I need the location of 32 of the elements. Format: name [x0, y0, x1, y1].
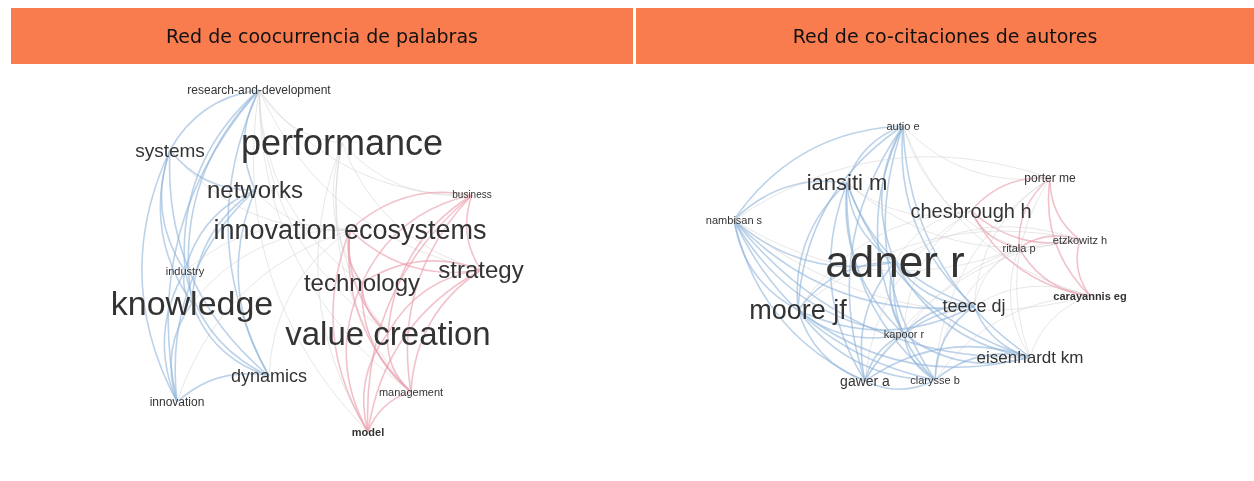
author-label: clarysse b	[910, 374, 960, 386]
author-label: kapoor r	[883, 328, 925, 340]
author-label: autio e	[886, 120, 920, 132]
author-label: adner r	[825, 240, 965, 284]
author-label: chesbrough h	[910, 201, 1032, 221]
author-label: nambisan s	[705, 214, 763, 226]
header-band: Red de co-citaciones de autores	[636, 8, 1254, 64]
keyword-label: knowledge	[110, 286, 274, 320]
header-band: Red de coocurrencia de palabras	[11, 8, 633, 64]
keyword-label: systems	[135, 140, 205, 160]
keyword-label: networks	[207, 178, 303, 202]
keyword-label: performance	[240, 125, 444, 161]
author-label: teece dj	[942, 297, 1006, 315]
author-label: moore jf	[749, 296, 847, 324]
author-label: gawer a	[840, 374, 890, 388]
keyword-label: research-and-development	[187, 84, 331, 96]
author-label: carayannis eg	[1053, 290, 1127, 302]
keyword-label: value creation	[285, 316, 491, 350]
author-label: iansiti m	[806, 172, 888, 194]
keyword-label: innovation	[149, 396, 205, 408]
keyword-label: model	[351, 426, 385, 438]
keyword-label: management	[378, 386, 444, 398]
keyword-label: dynamics	[231, 367, 307, 385]
keyword-label: industry	[165, 265, 205, 277]
author-label: ritala p	[1002, 242, 1036, 254]
author-label: etzkowitz h	[1052, 234, 1108, 246]
author-label: eisenhardt km	[976, 348, 1084, 366]
keyword-label: innovation ecosystems	[213, 216, 487, 244]
author-label: porter me	[1024, 172, 1076, 184]
keyword-label: business	[452, 190, 492, 200]
keyword-label: strategy	[438, 258, 524, 282]
keyword-label: technology	[303, 271, 421, 295]
